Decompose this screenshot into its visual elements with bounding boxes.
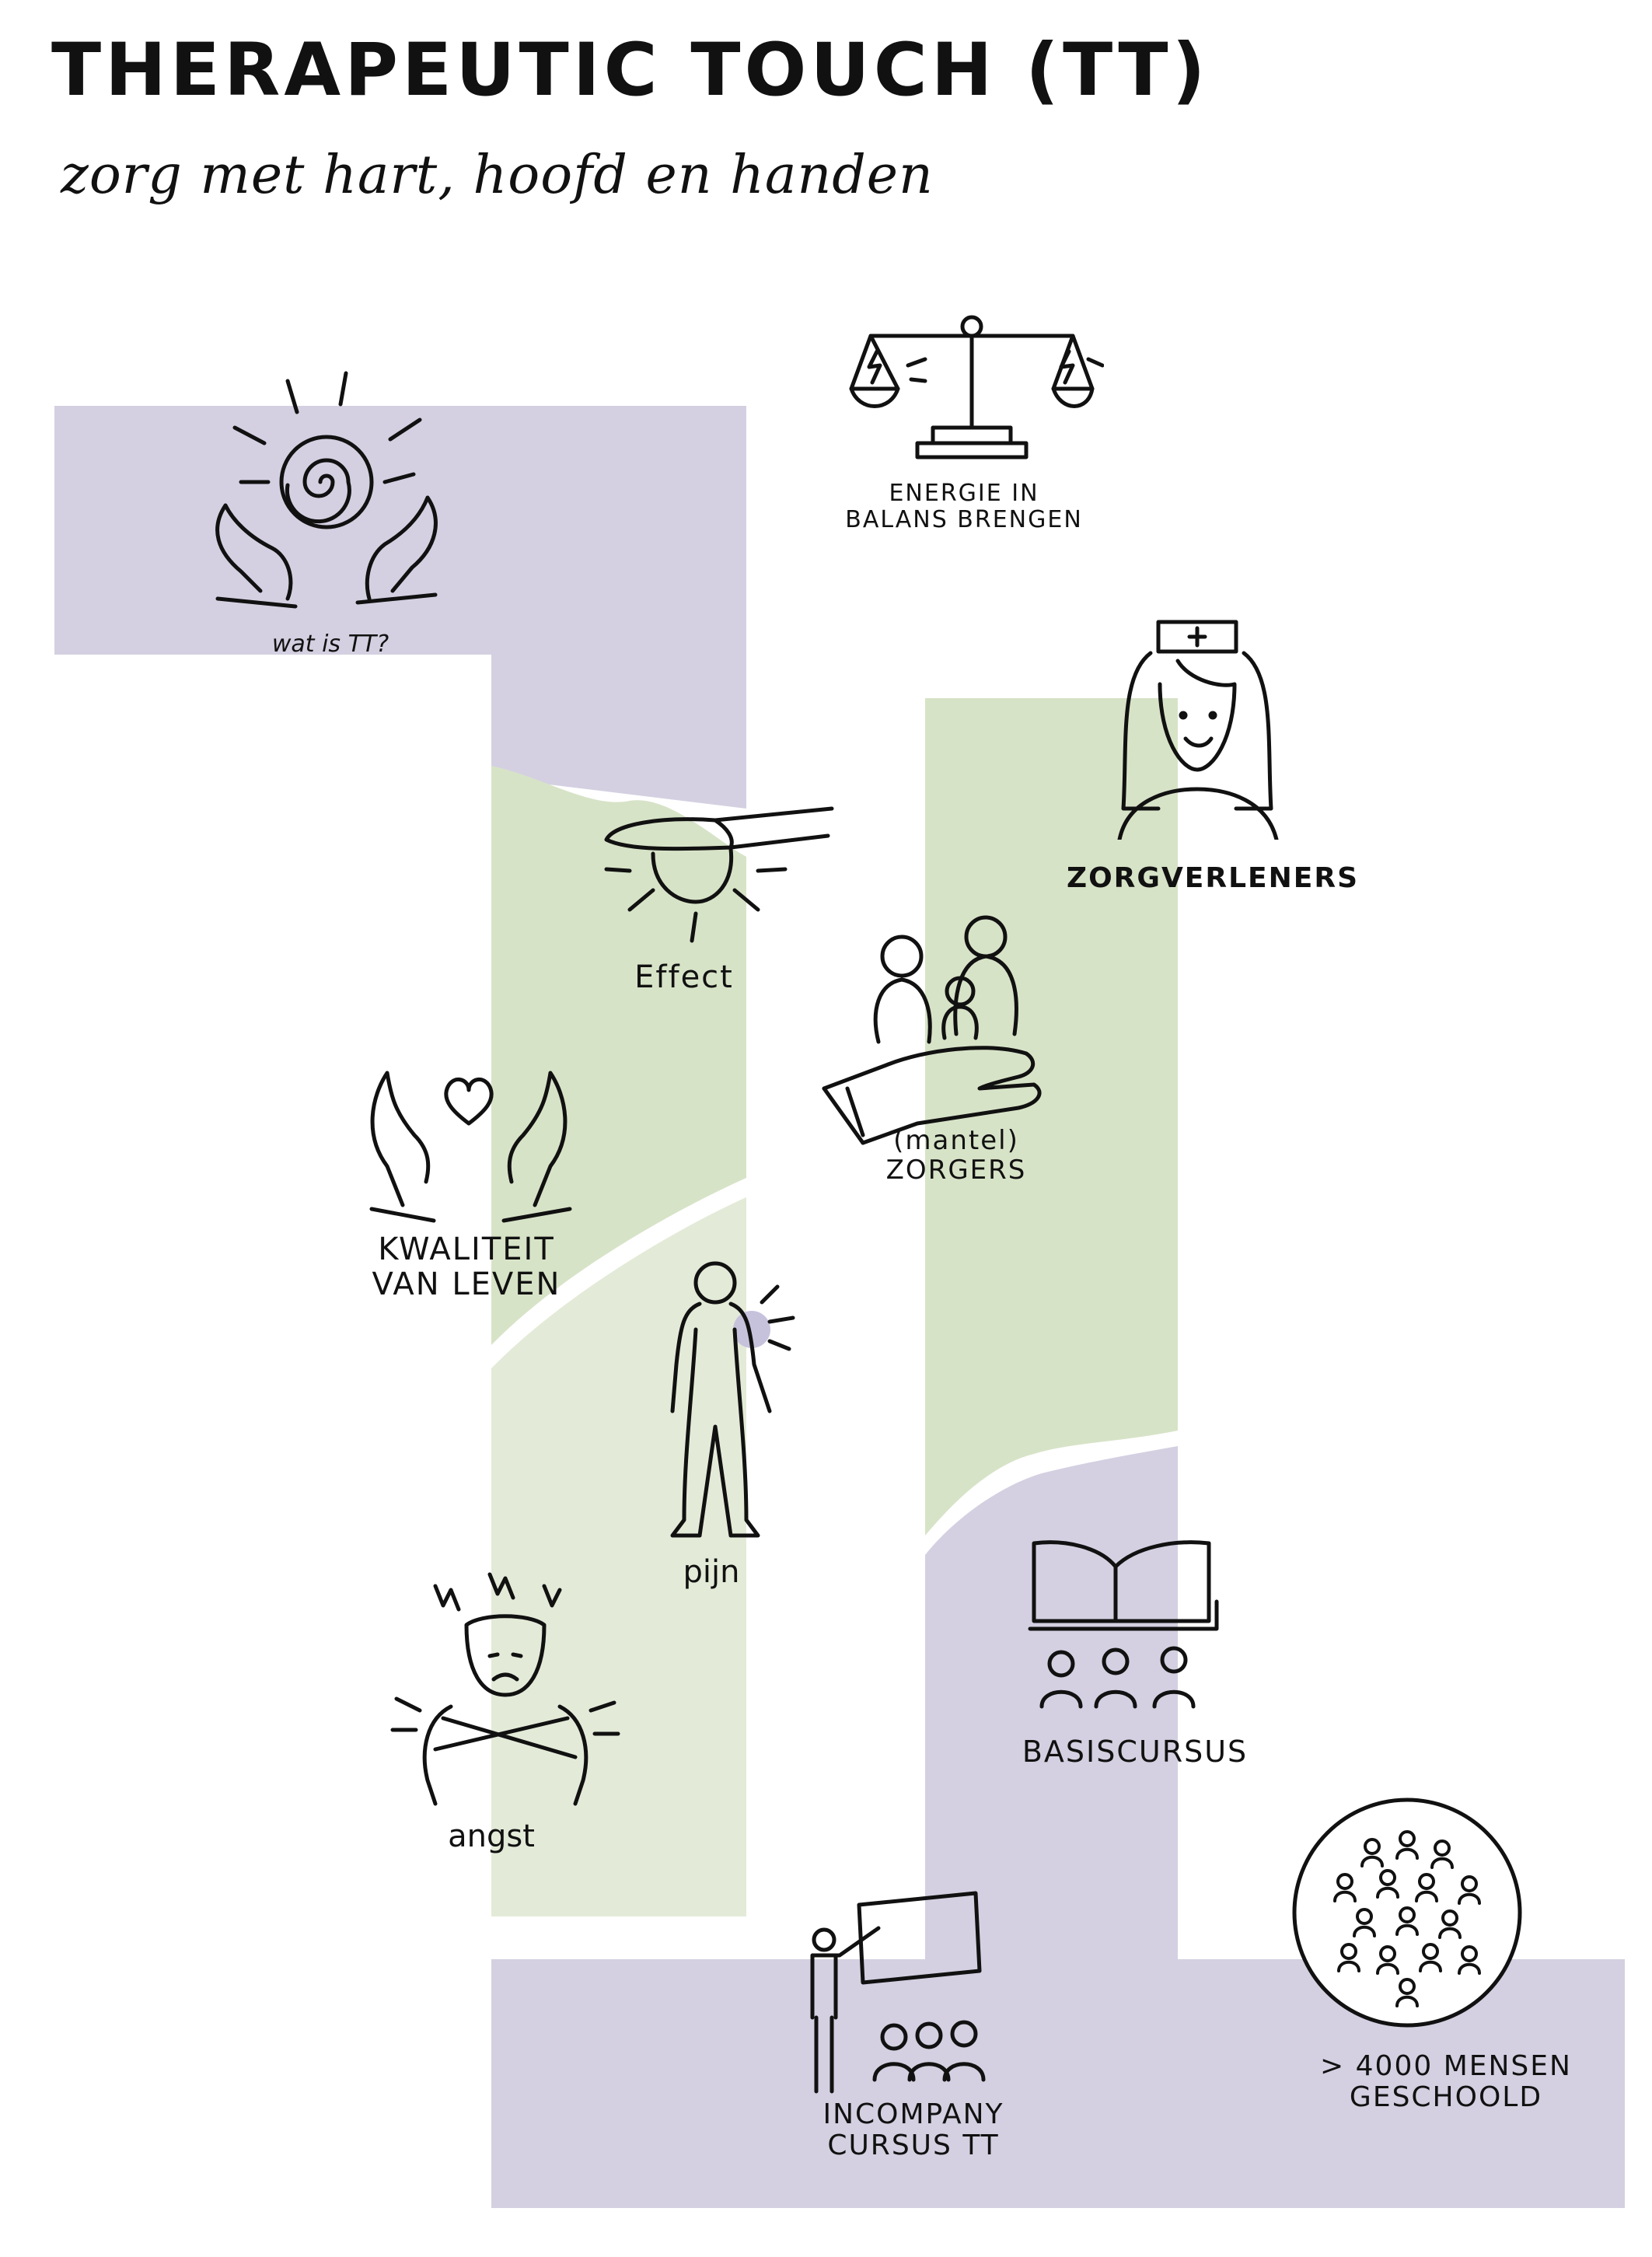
label-geschoold: > 4000 MENSEN GESCHOOLD (1320, 2050, 1572, 2114)
hands-heart-icon (356, 1050, 582, 1228)
label-incompany: INCOMPANY CURSUS TT (823, 2098, 1004, 2162)
open-book-group-icon (1026, 1536, 1221, 1722)
presenter-board-icon (785, 1881, 987, 2115)
hand-over-sun-icon (599, 793, 847, 949)
right-t-stem-green (925, 698, 1178, 1536)
left-t-top-bar (54, 406, 746, 655)
label-energie-line2: BALANS BRENGEN (845, 505, 1083, 533)
label-energie: ENERGIE IN BALANS BRENGEN (845, 480, 1083, 533)
label-angst: angst (448, 1819, 535, 1854)
label-incompany-line2: CURSUS TT (827, 2129, 1000, 2162)
label-energie-line1: ENERGIE IN (889, 480, 1039, 507)
label-wat-is-tt: wat is TT? (271, 631, 389, 658)
label-pijn: pijn (683, 1554, 740, 1590)
label-basiscursus: BASISCURSUS (1022, 1735, 1249, 1769)
nurse-icon (1104, 606, 1291, 840)
label-mantelzorgers: (mantel) ZORGERS (886, 1126, 1027, 1185)
body-pain-icon (653, 1256, 809, 1551)
page-title: THERAPEUTIC TOUCH (TT) (51, 28, 1210, 113)
label-kwaliteit: KWALITEIT VAN LEVEN (372, 1232, 561, 1302)
hands-energy-spiral-icon (187, 365, 466, 614)
label-effect: Effect (634, 959, 734, 995)
anxious-person-icon (389, 1570, 622, 1819)
left-t-stem-lavender (491, 655, 746, 809)
label-kwaliteit-line1: KWALITEIT (378, 1232, 555, 1267)
label-incompany-line1: INCOMPANY (823, 2098, 1004, 2130)
left-t-stem-green (491, 766, 746, 1345)
label-geschoold-line1: > 4000 MENSEN (1320, 2050, 1572, 2082)
crowd-circle-icon (1287, 1792, 1528, 2033)
balance-scale-icon (840, 311, 1104, 466)
right-t-bottom-bar (491, 1959, 1625, 2208)
label-kwaliteit-line2: VAN LEVEN (372, 1266, 561, 1302)
left-t-stem-green-light (491, 1197, 746, 1916)
caring-hand-family-icon (816, 910, 1050, 1166)
label-zorgverleners: ZORGVERLENERS (1066, 862, 1360, 894)
label-mantelzorgers-line2: ZORGERS (885, 1155, 1027, 1186)
page-subtitle: zorg met hart, hoofd en handen (61, 145, 934, 206)
label-mantelzorgers-line1: (mantel) (893, 1125, 1019, 1156)
label-geschoold-line2: GESCHOOLD (1349, 2081, 1543, 2114)
